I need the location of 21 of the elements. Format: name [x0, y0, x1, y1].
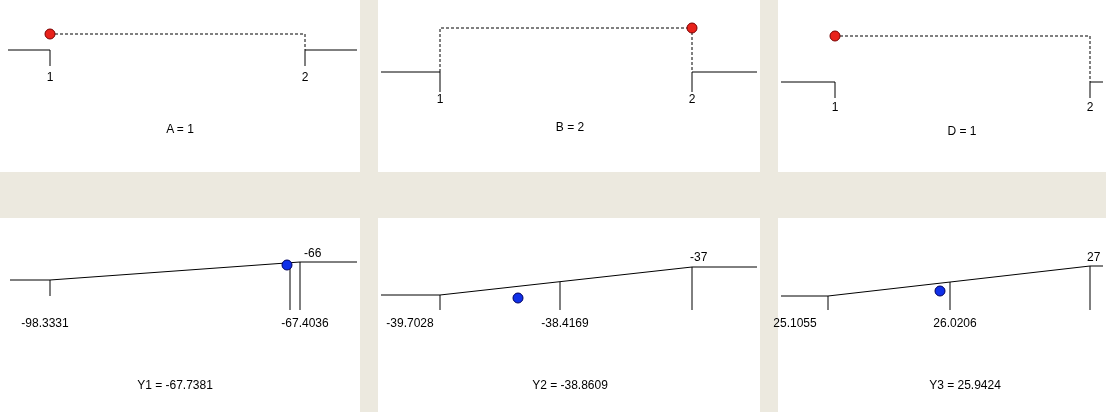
tick-label: -98.3331	[21, 316, 69, 330]
response-value-label: Y1 = -67.7381	[137, 378, 213, 392]
tick-label: -38.4169	[541, 316, 589, 330]
response-value-label: Y3 = 25.9424	[929, 378, 1001, 392]
axis-max-label: -66	[304, 246, 322, 260]
factor-value-label: B = 2	[555, 120, 585, 134]
tick-label: 1	[831, 100, 839, 114]
tick-label: 2	[1086, 100, 1094, 114]
factor-value-label: A = 1	[166, 122, 194, 136]
axis-max-label: 27	[1087, 250, 1101, 264]
axis-max-label: -37	[690, 250, 708, 264]
response-value-label: Y2 = -38.8609	[532, 378, 608, 392]
tick-label: 2	[301, 70, 309, 84]
tick-label: -39.7028	[386, 316, 434, 330]
tick-label: 25.1055	[773, 316, 817, 330]
factor-value-label: D = 1	[947, 124, 977, 138]
tick-label: 1	[436, 92, 444, 106]
tick-label: 2	[688, 92, 696, 106]
tick-label: -67.4036	[281, 316, 329, 330]
tick-label: 26.0206	[933, 316, 977, 330]
tick-label: 1	[46, 70, 54, 84]
